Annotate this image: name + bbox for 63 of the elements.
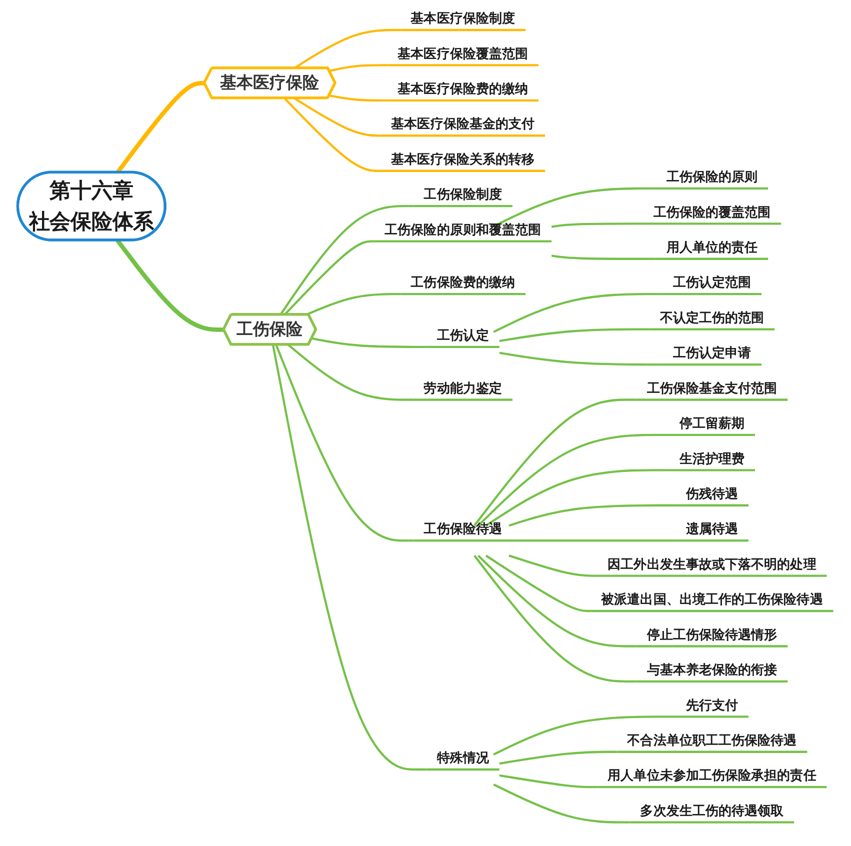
branch-connector	[294, 97, 381, 137]
branch-connector	[551, 254, 656, 260]
underlined-subtopic: 工伤保险的原则和覆盖范围	[374, 222, 552, 242]
underlined-subtopic: 不认定工伤的范围	[649, 310, 775, 330]
underlined-subtopic: 因工外出发生事故或下落不明的处理	[597, 556, 827, 577]
branch-connector	[306, 293, 400, 316]
underlined-subtopic: 工伤认定申请	[662, 344, 762, 366]
branch-connector	[512, 540, 676, 542]
underlined-subtopic: 劳动能力鉴定	[413, 380, 512, 401]
underlined-subtopic: 与基本养老保险的衔接	[636, 662, 788, 683]
underlined-subtopic: 先行支付	[675, 697, 748, 718]
underlined-subtopic: 工伤保险基金支付范围	[636, 380, 788, 401]
underlined-subtopic: 工伤保险的原则	[656, 168, 768, 190]
branch-connector	[116, 239, 224, 332]
branch-connector	[493, 784, 630, 824]
underlined-subtopic: 基本医疗保险基金的支付	[380, 116, 546, 137]
underlined-subtopic: 多次发生工伤的待遇领取	[630, 802, 794, 824]
underlined-subtopic: 遗属待遇	[675, 521, 748, 542]
underlined-subtopic: 工伤保险待遇	[413, 521, 512, 542]
branch-connector	[499, 328, 650, 342]
underlined-subtopic: 生活护理费	[668, 450, 756, 472]
branch-connector	[499, 750, 617, 765]
underlined-subtopic: 工伤认定范围	[662, 274, 762, 296]
underlined-subtopic: 用人单位未参加工伤保险承担的责任	[597, 768, 827, 788]
branch-connector	[551, 222, 643, 228]
branch-connector	[284, 98, 381, 172]
underlined-subtopic: 伤残待遇	[675, 486, 748, 506]
branch-connector	[275, 344, 414, 542]
branch-connector	[272, 344, 426, 771]
branch-connector	[499, 774, 598, 788]
branch-connector	[493, 293, 662, 333]
branch-connector	[474, 554, 636, 683]
branch-connector	[508, 504, 676, 527]
branch-connector	[485, 469, 669, 527]
underlined-subtopic: 不合法单位职工工伤保险待遇	[616, 732, 808, 753]
underlined-subtopic: 工伤保险费的缴纳	[400, 274, 526, 296]
branch-topic-hexagon: 基本医疗保险	[202, 66, 336, 100]
branch-connector	[485, 554, 591, 612]
branch-connector	[284, 240, 374, 316]
branch-connector	[499, 352, 662, 366]
branch-topic-hexagon: 工伤保险	[222, 313, 318, 346]
branch-connector	[477, 434, 669, 526]
branch-connector	[280, 204, 414, 316]
branch-connector	[508, 554, 598, 577]
underlined-subtopic: 基本医疗保险关系的转移	[380, 151, 546, 172]
branch-connector	[493, 716, 676, 756]
branch-connector	[474, 398, 636, 526]
underlined-subtopic: 停工留薪期	[668, 415, 756, 436]
underlined-subtopic: 基本医疗保险费的缴纳	[387, 80, 539, 102]
underlined-subtopic: 工伤保险的覆盖范围	[642, 204, 782, 225]
branch-connector	[312, 337, 426, 348]
underlined-subtopic: 被派遣出国、出境工作的工伤保险待遇	[590, 591, 834, 612]
branch-connector	[287, 344, 414, 401]
underlined-subtopic: 基本医疗保险制度	[400, 10, 526, 32]
underlined-subtopic: 工伤认定	[426, 327, 500, 348]
underlined-subtopic: 工伤保险制度	[413, 186, 512, 208]
branch-connector	[329, 94, 388, 102]
underlined-subtopic: 停止工伤保险待遇情形	[636, 626, 788, 648]
underlined-subtopic: 用人单位的责任	[656, 239, 768, 260]
branch-connector	[477, 554, 636, 648]
branch-connector	[329, 64, 388, 72]
underlined-subtopic: 基本医疗保险覆盖范围	[387, 46, 539, 66]
underlined-subtopic: 特殊情况	[426, 750, 500, 771]
